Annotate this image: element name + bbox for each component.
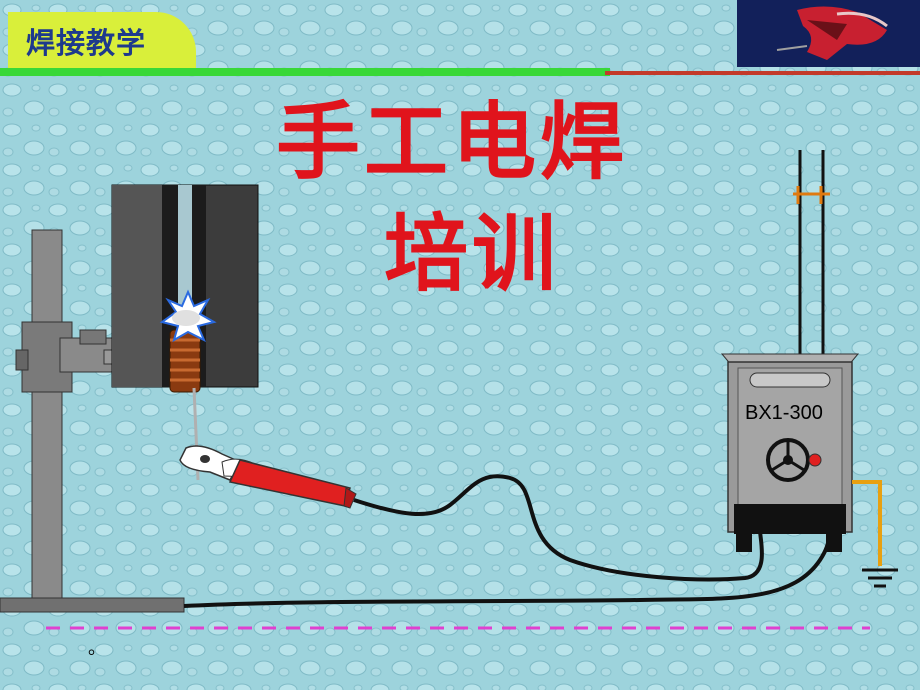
- power-supply-lines: [793, 150, 830, 356]
- header-rule-green: [0, 68, 610, 76]
- welder-figure-icon: [776, 6, 888, 61]
- electrode-cable: [353, 474, 764, 582]
- footer-mark: 。: [88, 638, 106, 659]
- electrode-holder: [179, 445, 357, 509]
- arc-spark: [159, 289, 217, 343]
- title-line-1: 手工电焊: [276, 92, 629, 191]
- section-tag-label: 焊接教学: [26, 26, 147, 60]
- title-line-2: 培训: [384, 204, 561, 303]
- clamp-stand: [0, 229, 185, 613]
- welder-model-label: BX1-300: [745, 402, 823, 424]
- header-rule-red: [605, 71, 920, 75]
- welding-machine: [720, 353, 860, 552]
- workpiece: [111, 184, 259, 393]
- ground-symbol: [852, 480, 898, 588]
- section-tag: [8, 12, 196, 68]
- welder-logo-image: [737, 0, 920, 67]
- ground-cable: [183, 527, 831, 608]
